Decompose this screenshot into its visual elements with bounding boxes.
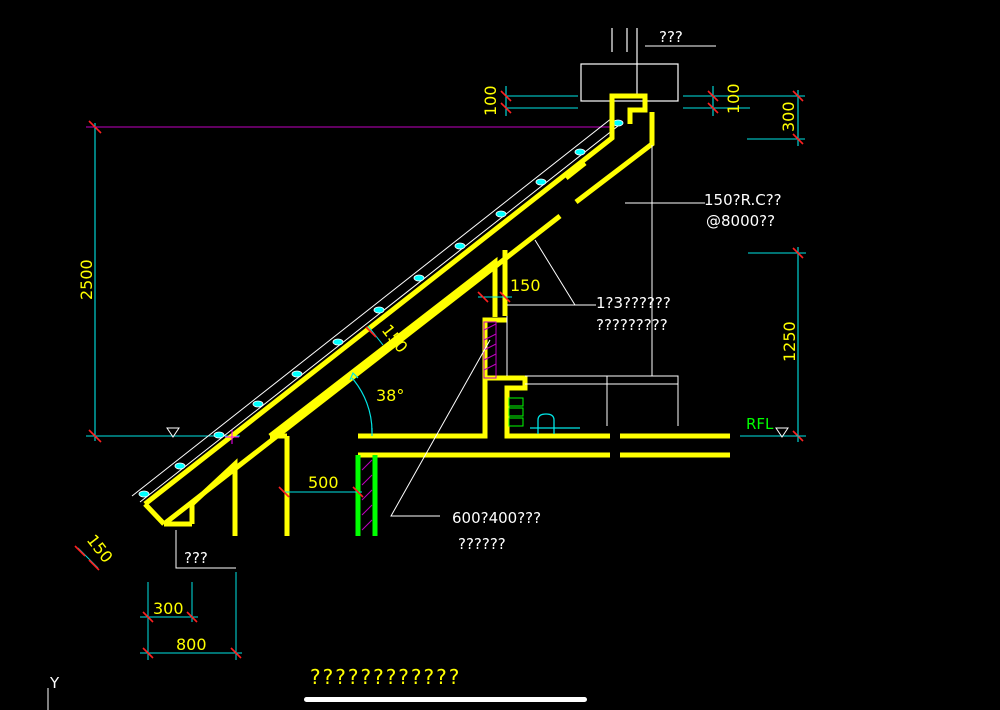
opening-note-line1: 600?400???	[452, 509, 541, 527]
dim-500-lines	[278, 486, 364, 498]
dim-bottom-lines	[140, 572, 242, 660]
top-note-label: ???	[659, 28, 683, 46]
ridge-vertical-lines	[611, 28, 638, 95]
opening-note-line2: ??????	[458, 535, 506, 553]
dim-150-eave: 150	[83, 531, 117, 567]
mortar-note-line2: ?????????	[596, 316, 668, 334]
dimension-lines-top	[505, 86, 805, 146]
dim-100-left: 100	[481, 85, 500, 116]
roof-tiles	[131, 117, 619, 503]
dim-150-post-lines	[477, 291, 512, 303]
dim-100-right: 100	[724, 83, 743, 114]
dim-300-right: 300	[779, 101, 798, 132]
roof-slab-break	[564, 161, 587, 180]
dim-300-bottom: 300	[153, 599, 184, 618]
beam-note-line2: @8000??	[706, 212, 775, 230]
level-mark-rfl	[775, 427, 789, 438]
level-mark-left	[166, 427, 180, 438]
drain-block	[508, 397, 524, 427]
drain-pipe	[530, 413, 580, 434]
dim-2500: 2500	[77, 259, 96, 300]
opening-note-leader	[390, 339, 491, 517]
mortar-note-leader	[507, 239, 596, 306]
drawing-title: ????????????	[310, 665, 461, 689]
green-wall	[355, 455, 378, 536]
dim-800: 800	[176, 635, 207, 654]
cross-mark	[225, 430, 239, 444]
dim-150-eave-lines	[74, 545, 100, 571]
parapet-outline	[525, 145, 679, 426]
beam-note-line1: 150?R.C??	[704, 191, 782, 209]
gutter-note: ???	[184, 549, 208, 567]
tile-clips	[138, 119, 624, 498]
angle-label: 38°	[376, 386, 404, 405]
eave-gutter	[190, 458, 238, 536]
dimension-ticks-top	[500, 90, 804, 145]
angle-arc	[349, 371, 373, 436]
rfl-level-label: RFL	[746, 415, 774, 433]
dim-150-post: 150	[510, 276, 541, 295]
roof-slab	[143, 93, 655, 527]
ridge-cap-box	[580, 63, 679, 102]
dim-150-slab-lines	[365, 325, 384, 346]
home-indicator[interactable]	[304, 697, 587, 702]
gutter-note-leader	[175, 530, 236, 569]
dim-500: 500	[308, 473, 339, 492]
ucs-y-label: Y	[49, 674, 60, 692]
dimension-1250	[740, 247, 806, 442]
wall-hatch	[361, 459, 373, 531]
dim-1250: 1250	[780, 321, 799, 362]
mortar-note-line1: 1?3??????	[596, 294, 671, 312]
